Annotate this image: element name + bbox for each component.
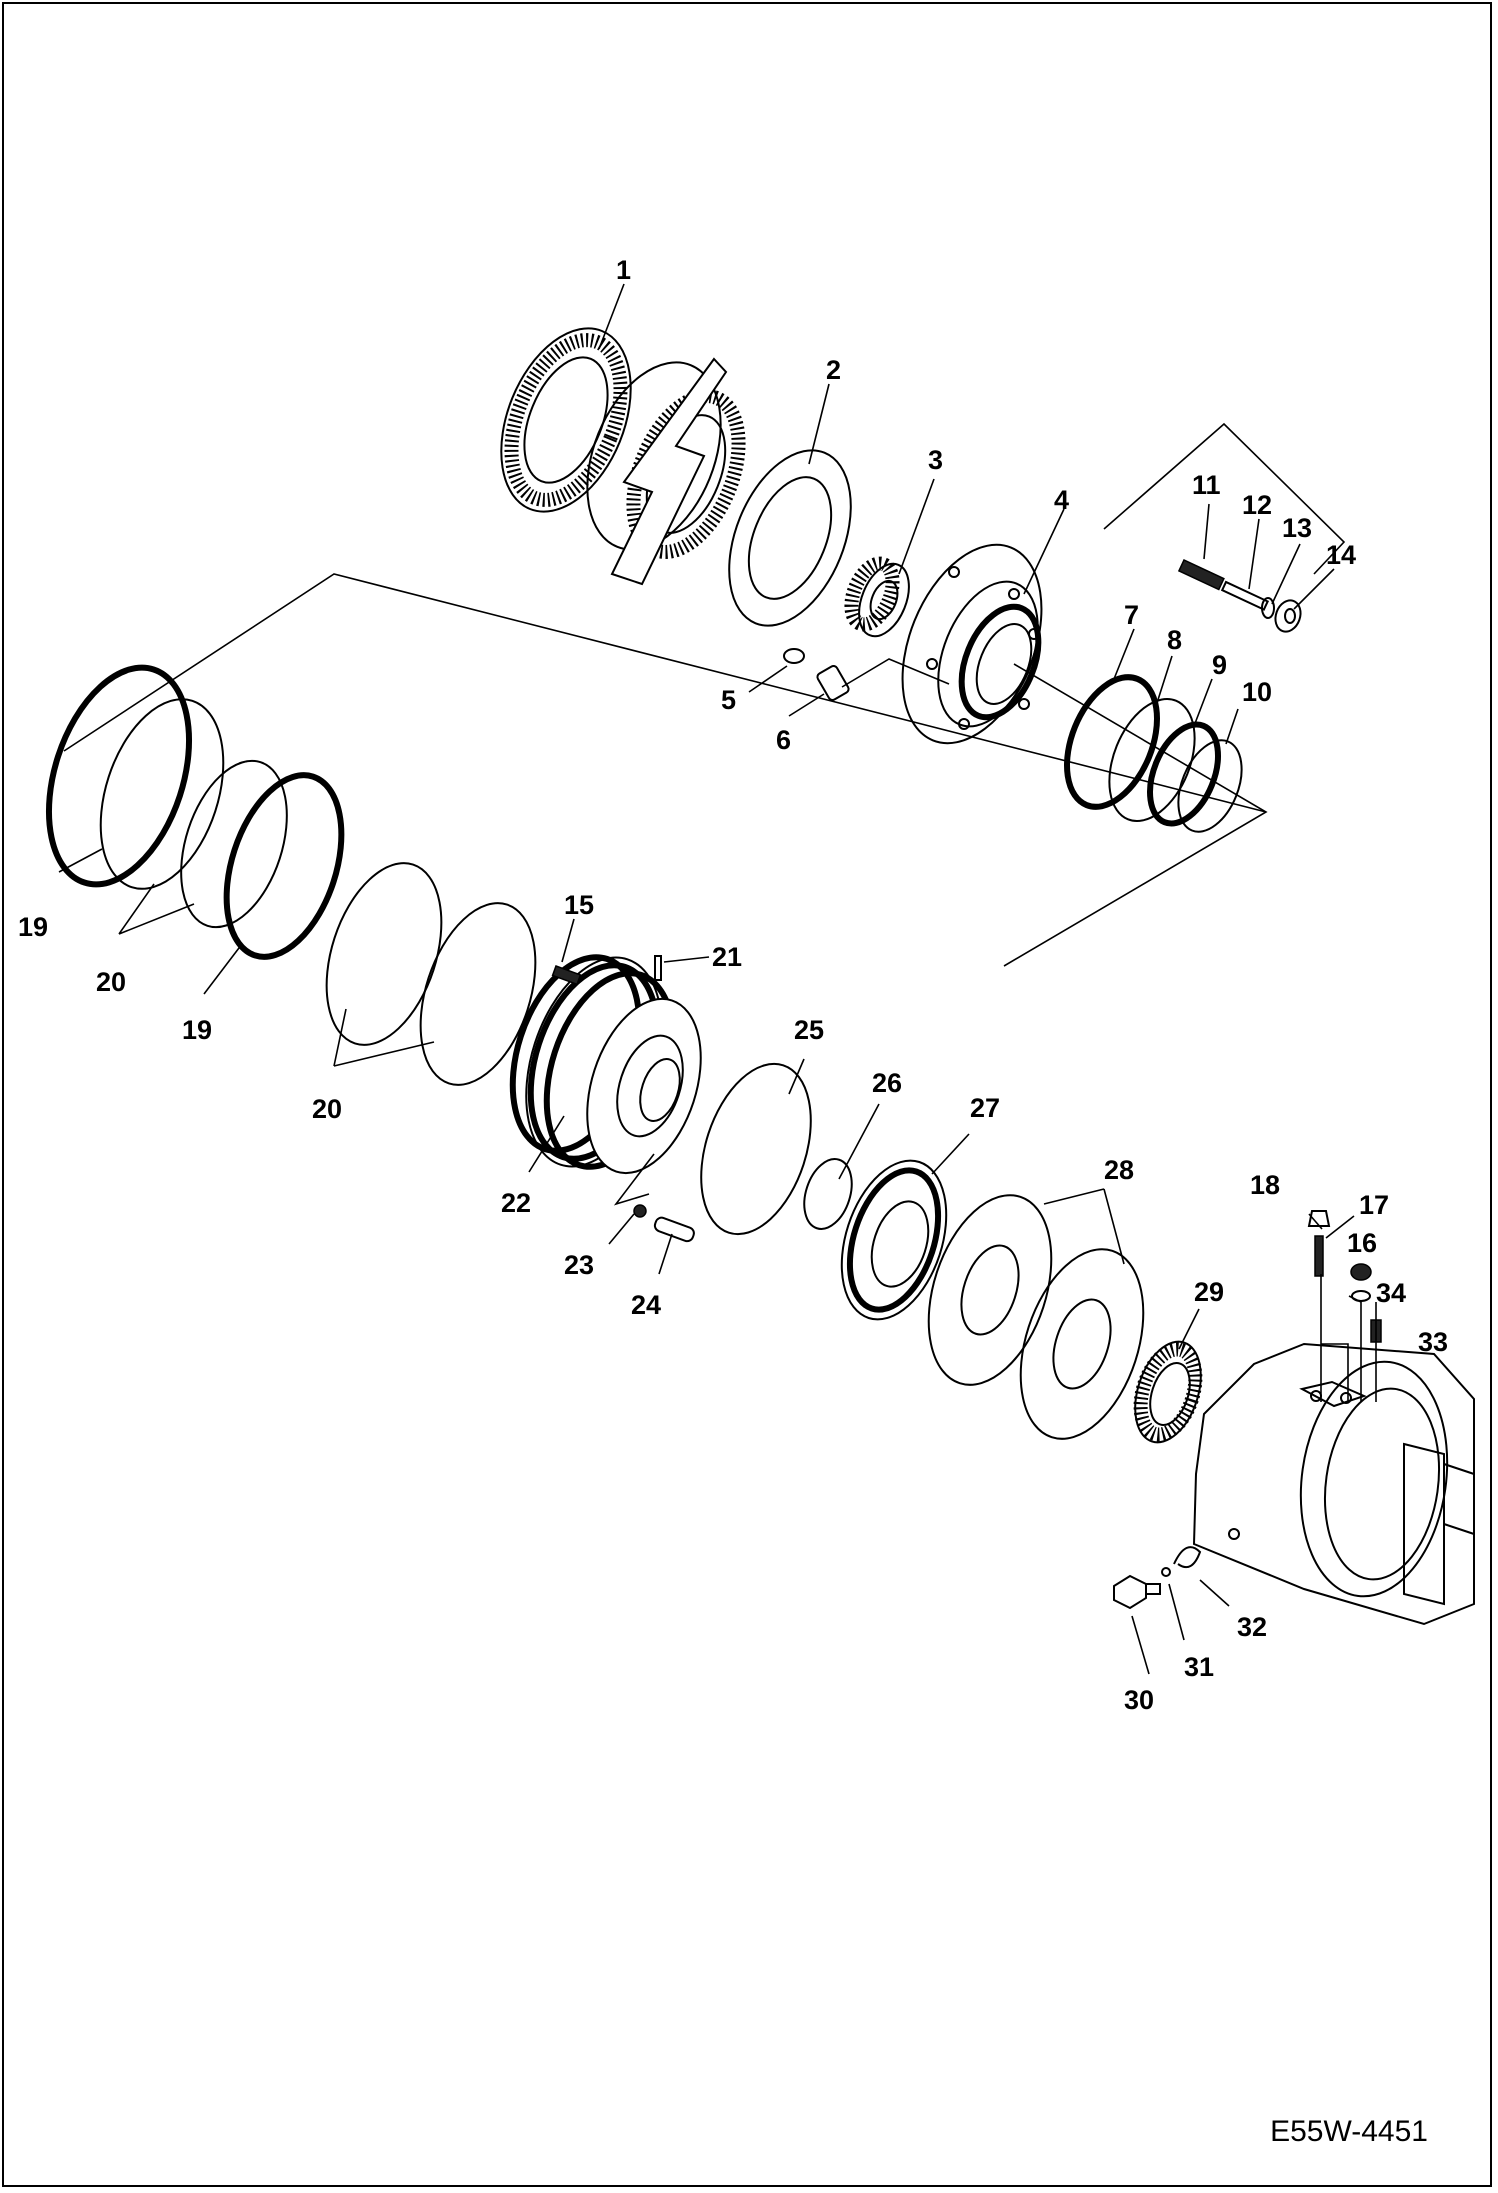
- part-28-disc-b: [1019, 1248, 1145, 1440]
- callout-18: 18: [1250, 1170, 1280, 1200]
- part-20-backup-ring-c: [325, 862, 443, 1046]
- callout-9: 9: [1212, 650, 1227, 680]
- part-32-wire: [1173, 1546, 1202, 1568]
- callout-31: 31: [1184, 1652, 1214, 1682]
- callout-6: 6: [776, 725, 791, 755]
- part-28-disc-a: [927, 1194, 1053, 1386]
- part-7-o-ring: [1064, 674, 1160, 810]
- part-34-washer: [1351, 1290, 1371, 1302]
- part-16-plug: [1350, 1263, 1372, 1281]
- callout-32: 32: [1237, 1612, 1267, 1642]
- part-8-ring: [1108, 697, 1196, 823]
- callout-30: 30: [1124, 1685, 1154, 1715]
- part-23-ring: [633, 1204, 647, 1218]
- callout-8: 8: [1167, 625, 1182, 655]
- callout-29: 29: [1194, 1277, 1224, 1307]
- callout-5: 5: [721, 685, 736, 715]
- part-11-stud: [1177, 559, 1225, 591]
- callout-24: 24: [631, 1290, 661, 1320]
- exploded-parts-diagram: 1 2 3 4 5 6 7 8 9 10 11 12 13 14 15 16 1…: [18, 255, 1475, 1715]
- callout-20-b: 20: [312, 1094, 342, 1124]
- callout-19-a: 19: [18, 912, 48, 942]
- part-27-spring-plate: [840, 1159, 948, 1321]
- part-6-bushing: [816, 664, 850, 702]
- callout-14: 14: [1326, 540, 1356, 570]
- part-13-washer: [1261, 597, 1275, 619]
- part-5-screw: [783, 648, 805, 664]
- part-9-o-ring: [1147, 721, 1221, 827]
- callout-11: 11: [1192, 470, 1221, 500]
- callout-2: 2: [826, 355, 841, 385]
- part-30-drain-plug: [1113, 1574, 1161, 1610]
- callout-23: 23: [564, 1250, 594, 1280]
- callout-34: 34: [1376, 1278, 1406, 1308]
- part-31-washer: [1161, 1567, 1171, 1577]
- callout-27: 27: [970, 1093, 1000, 1123]
- callout-13: 13: [1282, 513, 1312, 543]
- callout-21: 21: [712, 942, 742, 972]
- callout-1: 1: [616, 255, 631, 285]
- callout-3: 3: [928, 445, 943, 475]
- part-20-backup-ring-b: [180, 759, 288, 929]
- part-19-o-ring-b: [223, 772, 345, 960]
- part-25-seal-ring: [700, 1062, 812, 1236]
- part-20-backup-ring-d: [419, 902, 537, 1086]
- callout-33: 33: [1418, 1327, 1448, 1357]
- part-19-o-ring-a: [45, 664, 193, 888]
- callout-12: 12: [1242, 490, 1272, 520]
- callout-19-b: 19: [182, 1015, 212, 1045]
- callout-25: 25: [794, 1015, 824, 1045]
- plate-stack-break: [586, 357, 746, 586]
- part-24-pin: [653, 1216, 695, 1243]
- callout-4: 4: [1054, 485, 1069, 515]
- part-22-piston: [509, 954, 702, 1175]
- callout-15: 15: [564, 890, 594, 920]
- part-18-cap: [1307, 1210, 1331, 1227]
- part-12-bolt: [1220, 580, 1270, 611]
- part-26-o-ring: [803, 1158, 853, 1230]
- part-10-ring: [1177, 739, 1243, 833]
- figure-code: E55W-4451: [1270, 2115, 1428, 2148]
- part-17-fitting: [1314, 1235, 1324, 1277]
- callout-26: 26: [872, 1068, 902, 1098]
- part-1-friction-disc: [500, 327, 632, 513]
- part-15-plug: [551, 965, 582, 986]
- callout-labels: 1 2 3 4 5 6 7 8 9 10 11 12 13 14 15 16 1…: [18, 255, 1448, 1715]
- part-21-pin: [654, 955, 662, 981]
- axle-housing: [1192, 1342, 1475, 1626]
- callout-22: 22: [501, 1188, 531, 1218]
- part-3-gear: [844, 556, 910, 638]
- callout-16: 16: [1347, 1228, 1377, 1258]
- part-20-backup-ring-a: [99, 698, 225, 890]
- callout-20-a: 20: [96, 967, 126, 997]
- callout-7: 7: [1124, 600, 1139, 630]
- part-29-lock-nut: [1133, 1340, 1203, 1444]
- callout-10: 10: [1242, 677, 1272, 707]
- part-2-plate: [728, 449, 852, 627]
- leader-lines: [58, 283, 1377, 1675]
- callout-28: 28: [1104, 1155, 1134, 1185]
- callout-17: 17: [1359, 1190, 1389, 1220]
